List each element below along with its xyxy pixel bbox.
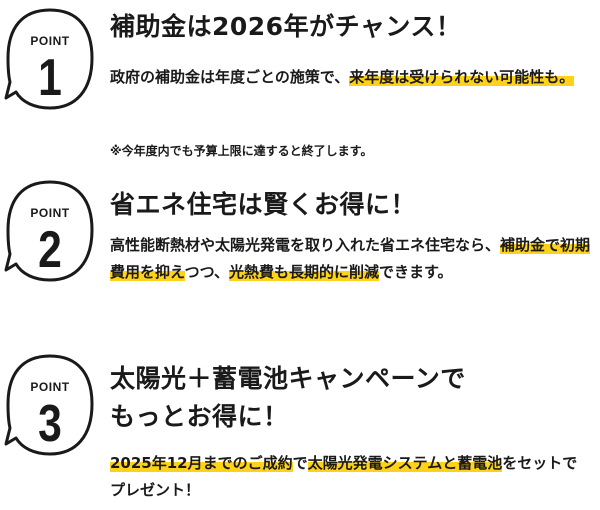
point-3-body-text-b: で bbox=[292, 454, 308, 472]
point-2-badge: POINT 2 bbox=[4, 178, 96, 290]
point-1-badge: POINT 1 bbox=[4, 6, 96, 118]
point-1-number: 1 bbox=[38, 49, 62, 107]
speech-bubble-icon bbox=[4, 8, 94, 110]
point-3-body-highlight-2: 太陽光発電システムと蓄電池 bbox=[307, 454, 503, 472]
point-3-body: 2025年12月までのご成約で太陽光発電システムと蓄電池をセットでプレゼント！ bbox=[110, 450, 580, 504]
point-2-number: 2 bbox=[38, 221, 62, 279]
point-3-title-line1: 太陽光＋蓄電池キャンペーンで bbox=[110, 364, 466, 393]
speech-bubble-icon bbox=[4, 180, 94, 282]
point-2-body: 高性能断熱材や太陽光発電を取り入れた省エネ住宅なら、補助金で初期費用を抑えつつ、… bbox=[110, 232, 592, 286]
point-3-label: POINT bbox=[30, 380, 70, 394]
point-1-body-text-a: 政府の補助金は年度ごとの施策で、 bbox=[110, 68, 350, 86]
point-3-number: 3 bbox=[38, 395, 62, 453]
point-1-title: 補助金は2026年がチャンス！ bbox=[110, 12, 462, 41]
point-2-body-text-a: 高性能断熱材や太陽光発電を取り入れた省エネ住宅なら、 bbox=[110, 236, 501, 254]
point-2-body-text-c: つつ、 bbox=[184, 263, 229, 281]
point-2-body-highlight-2: 光熱費も長期的に削減 bbox=[228, 263, 379, 281]
point-2-body-text-e: できます。 bbox=[378, 263, 453, 281]
point-1-section: POINT 1 補助金は2026年がチャンス！ 政府の補助金は年度ごとの施策で、… bbox=[0, 0, 600, 170]
point-2-section: POINT 2 省エネ住宅は賢くお得に！ 高性能断熱材や太陽光発電を取り入れた省… bbox=[0, 172, 600, 340]
point-1-note: ※今年度内でも予算上限に達すると終了します。 bbox=[110, 144, 373, 158]
point-3-section: POINT 3 太陽光＋蓄電池キャンペーンで もっとお得に！ 2025年12月ま… bbox=[0, 344, 600, 510]
point-3-body-highlight-1: 2025年12月までのご成約 bbox=[110, 454, 293, 472]
point-2-title: 省エネ住宅は賢くお得に！ bbox=[110, 190, 417, 219]
point-1-body-highlight: 来年度は受けられない可能性も。 bbox=[349, 68, 575, 86]
point-3-title-line2: もっとお得に！ bbox=[110, 402, 289, 431]
speech-bubble-icon bbox=[4, 354, 94, 456]
point-1-body: 政府の補助金は年度ごとの施策で、来年度は受けられない可能性も。 bbox=[110, 64, 592, 91]
point-3-badge: POINT 3 bbox=[4, 352, 96, 464]
point-2-label: POINT bbox=[30, 206, 70, 220]
point-1-label: POINT bbox=[30, 34, 70, 48]
point-3-body-text-d: をセットでプレゼント！ bbox=[110, 454, 578, 499]
